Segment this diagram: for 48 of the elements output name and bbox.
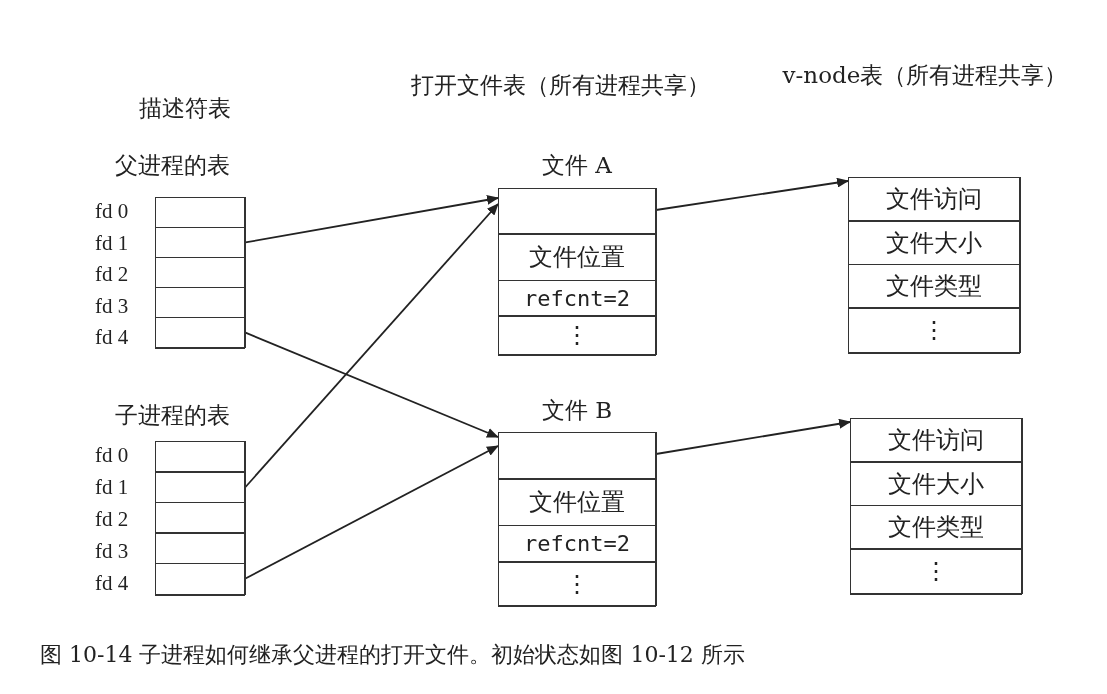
vnode-field: 文件大小: [849, 461, 1023, 506]
vnode-field: ⋮: [849, 548, 1023, 594]
vnode-table: [850, 418, 1022, 595]
table-title: 子进程的表: [115, 401, 230, 430]
row-label: fd 1: [95, 475, 129, 500]
table-title: 文件 A: [541, 151, 613, 180]
file-field: 文件位置: [497, 233, 657, 281]
arrow: [244, 331, 499, 438]
file-field: [497, 431, 657, 480]
descriptor-slot: [154, 501, 246, 534]
vnode-field: 文件大小: [847, 220, 1021, 265]
vnode-field: 文件访问: [847, 176, 1021, 222]
row-label: fd 3: [95, 293, 129, 319]
figure-caption: 图 10-14 子进程如何继承父进程的打开文件。初始状态如图 10-12 所示: [40, 641, 745, 669]
row-label: fd 2: [95, 507, 129, 532]
descriptor-slot: [154, 471, 246, 503]
table-title: 父进程的表: [115, 151, 230, 180]
row-label: fd 1: [95, 230, 129, 256]
vnode-field: ⋮: [847, 307, 1021, 353]
arrow: [244, 445, 499, 580]
descriptor-slot: [154, 316, 246, 349]
row-label: fd 0: [95, 199, 129, 224]
file-field: refcnt=2: [497, 524, 657, 563]
descriptor-slot: [154, 532, 246, 564]
file-field: ⋮: [497, 315, 657, 355]
file-field: 文件位置: [497, 478, 657, 526]
arrow: [244, 203, 499, 488]
row-label: fd 4: [95, 571, 129, 596]
row-label: fd 3: [95, 539, 129, 564]
column-heading: 描述符表: [138, 94, 232, 123]
row-label: fd 2: [95, 262, 129, 288]
file-field: ⋮: [497, 561, 657, 606]
file-field: [497, 187, 657, 235]
vnode-table: [848, 177, 1020, 354]
file-field: refcnt=2: [497, 279, 657, 317]
descriptor-slot: [154, 562, 246, 595]
column-heading: v-node表（所有进程共享）: [781, 61, 1069, 90]
column-heading: 打开文件表（所有进程共享）: [410, 71, 710, 100]
arrow: [655, 418, 851, 455]
arrow: [244, 195, 499, 244]
vnode-field: 文件类型: [847, 263, 1021, 309]
row-label: fd 4: [95, 325, 129, 351]
arrow: [655, 177, 849, 211]
vnode-field: 文件访问: [849, 417, 1023, 463]
table-title: 文件 B: [540, 396, 614, 425]
descriptor-slot: [154, 440, 246, 473]
row-label: fd 0: [95, 443, 129, 468]
vnode-field: 文件类型: [849, 504, 1023, 550]
